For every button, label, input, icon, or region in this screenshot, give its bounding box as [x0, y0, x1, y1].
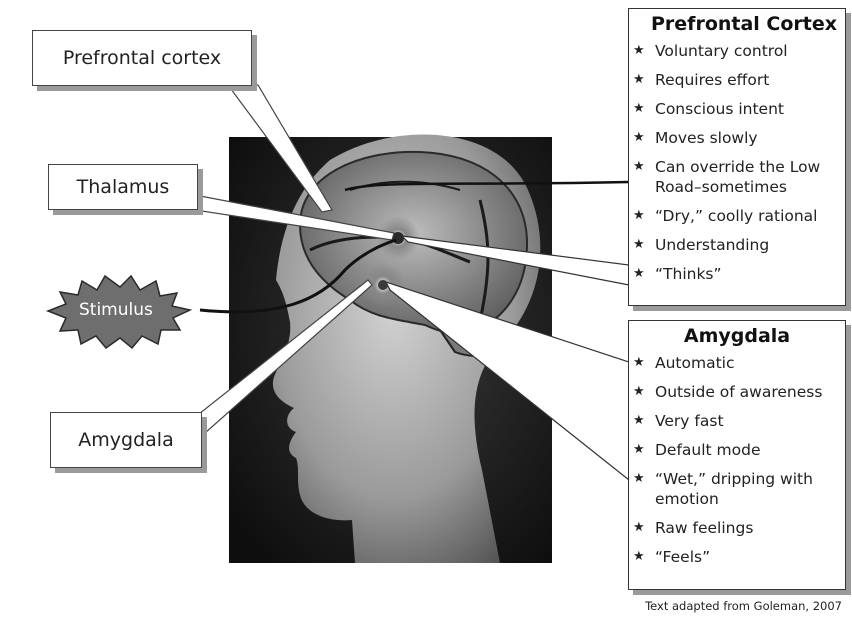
star-icon: ★ [633, 547, 645, 567]
source-caption: Text adapted from Goleman, 2007 [645, 599, 842, 613]
list-item: ★ Requires effort [629, 70, 845, 90]
star-icon: ★ [633, 264, 645, 284]
list-item: ★ Understanding [629, 235, 845, 255]
star-icon: ★ [633, 206, 645, 226]
amygdala-panel: Amygdala ★ Automatic ★ Outside of awaren… [628, 320, 846, 590]
prefrontal-panel-title: Prefrontal Cortex [629, 9, 845, 39]
prefrontal-cortex-panel: Prefrontal Cortex ★ Voluntary control ★ … [628, 8, 846, 306]
star-icon: ★ [633, 518, 645, 538]
list-item: ★ Raw feelings [629, 518, 845, 538]
amygdala-label: Amygdala [78, 429, 173, 451]
star-icon: ★ [633, 128, 645, 148]
amygdala-panel-title: Amygdala [629, 321, 845, 353]
star-icon: ★ [633, 382, 645, 402]
list-item: ★ Conscious intent [629, 99, 845, 119]
prefrontal-traits-list: ★ Voluntary control ★ Requires effort ★ … [629, 41, 845, 284]
list-item: ★ “Wet,” dripping with emotion [629, 469, 845, 509]
star-icon: ★ [633, 99, 645, 119]
list-item: ★ Can override the Low Road–sometimes [629, 157, 845, 197]
list-item: ★ Default mode [629, 440, 845, 460]
star-icon: ★ [633, 41, 645, 61]
star-icon: ★ [633, 411, 645, 431]
star-icon: ★ [633, 70, 645, 90]
stimulus-label: Stimulus [79, 300, 153, 320]
amygdala-callout: Amygdala [50, 412, 202, 468]
list-item: ★ Very fast [629, 411, 845, 431]
prefrontal-cortex-callout: Prefrontal cortex [32, 30, 252, 86]
star-icon: ★ [633, 440, 645, 460]
prefrontal-cortex-label: Prefrontal cortex [63, 47, 221, 69]
list-item: ★ Outside of awareness [629, 382, 845, 402]
amygdala-traits-list: ★ Automatic ★ Outside of awareness ★ Ver… [629, 353, 845, 567]
star-icon: ★ [633, 157, 645, 177]
list-item: ★ Moves slowly [629, 128, 845, 148]
list-item: ★ “Dry,” coolly rational [629, 206, 845, 226]
list-item: ★ “Thinks” [629, 264, 845, 284]
thalamus-callout: Thalamus [48, 164, 198, 210]
list-item: ★ “Feels” [629, 547, 845, 567]
list-item: ★ Voluntary control [629, 41, 845, 61]
star-icon: ★ [633, 353, 645, 373]
list-item: ★ Automatic [629, 353, 845, 373]
star-icon: ★ [633, 469, 645, 489]
star-icon: ★ [633, 235, 645, 255]
thalamus-label: Thalamus [77, 176, 170, 198]
